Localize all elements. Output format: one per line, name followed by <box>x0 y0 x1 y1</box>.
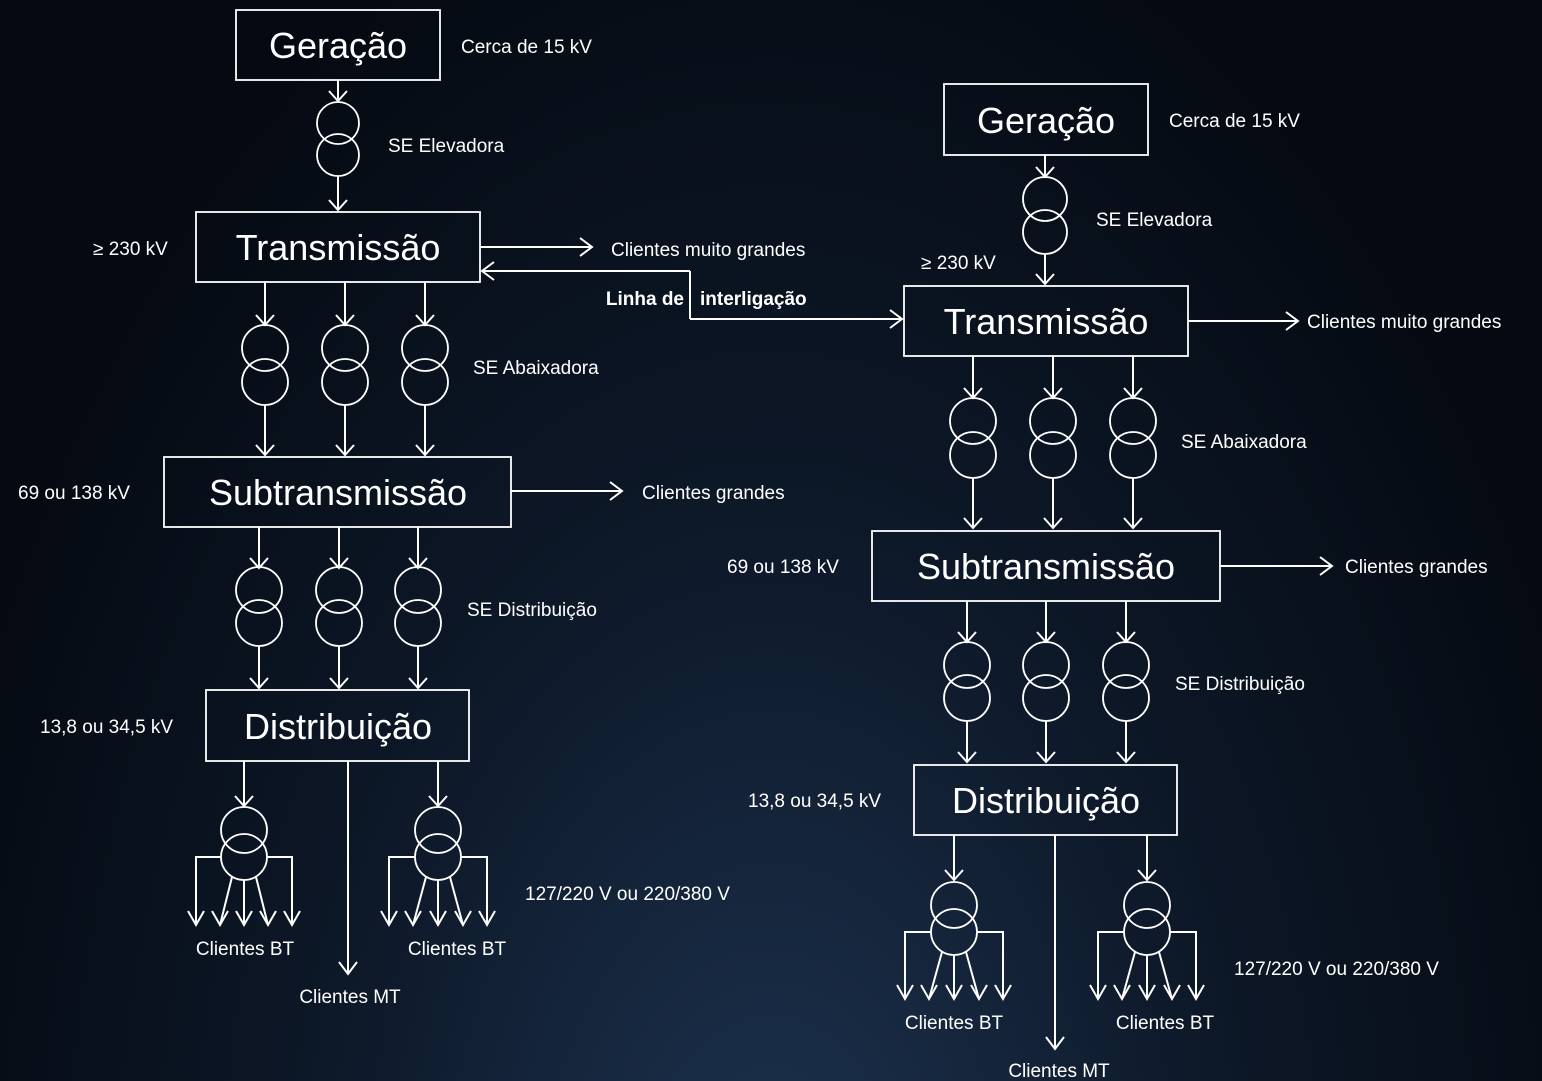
transmissao-title: Transmissão <box>236 227 441 268</box>
se-distribuicao-label: SE Distribuição <box>467 600 597 621</box>
transmissao-clients: Clientes muito grandes <box>611 240 805 261</box>
geracao-voltage: Cerca de 15 kV <box>1169 111 1300 132</box>
subtransmissao-voltage: 69 ou 138 kV <box>18 483 130 504</box>
subtransmissao-clients: Clientes grandes <box>1345 557 1488 578</box>
interconnection-line: Linha de interligação <box>480 261 904 329</box>
clientes-bt-left: Clientes BT <box>905 1013 1004 1034</box>
bt-branch-right <box>1089 835 1205 1002</box>
transmissao-voltage: ≥ 230 kV <box>93 239 168 260</box>
geracao-title: Geração <box>977 100 1115 141</box>
transmissao-clients: Clientes muito grandes <box>1307 312 1501 333</box>
right-system: Geração Cerca de 15 kV SE Elevadora Tran… <box>727 83 1501 1081</box>
subtransmissao-title: Subtransmissão <box>917 546 1175 587</box>
subtransmissao-title: Subtransmissão <box>209 472 467 513</box>
clientes-bt-right: Clientes BT <box>1116 1013 1215 1034</box>
geracao-title: Geração <box>269 25 407 66</box>
se-elevadora <box>316 80 360 212</box>
se-abaixadora-label: SE Abaixadora <box>1181 432 1307 453</box>
distribuicao-title: Distribuição <box>244 706 432 747</box>
transmissao-voltage: ≥ 230 kV <box>921 253 996 274</box>
clientes-mt: Clientes MT <box>1008 1061 1110 1081</box>
distribuicao-box <box>205 689 470 762</box>
clientes-bt-left: Clientes BT <box>196 939 295 960</box>
se-abaixadora <box>949 356 1157 530</box>
bt-branch-right <box>380 761 496 928</box>
clientes-bt-right: Clientes BT <box>408 939 507 960</box>
se-elevadora <box>1022 155 1068 286</box>
interconnection-label-1: Linha de <box>606 289 684 310</box>
se-elevadora-label: SE Elevadora <box>388 136 505 157</box>
se-distribuicao-label: SE Distribuição <box>1175 674 1305 695</box>
geracao-voltage: Cerca de 15 kV <box>461 37 592 58</box>
clientes-mt: Clientes MT <box>299 987 401 1008</box>
bt-voltage: 127/220 V ou 220/380 V <box>1234 959 1439 980</box>
distribuicao-voltage: 13,8 ou 34,5 kV <box>748 791 881 812</box>
transmissao-title: Transmissão <box>944 301 1149 342</box>
subtransmissao-voltage: 69 ou 138 kV <box>727 557 839 578</box>
se-distribuicao <box>943 601 1150 764</box>
se-abaixadora-label: SE Abaixadora <box>473 358 599 379</box>
se-distribuicao <box>235 527 442 690</box>
bt-branch-left <box>187 761 301 928</box>
bt-voltage: 127/220 V ou 220/380 V <box>525 884 730 905</box>
left-system: Geração Cerca de 15 kV SE Elevadora Tran… <box>18 9 805 1008</box>
distribuicao-voltage: 13,8 ou 34,5 kV <box>40 717 173 738</box>
se-elevadora-label: SE Elevadora <box>1096 210 1213 231</box>
distribuicao-box <box>913 764 1178 836</box>
bt-branch-left <box>896 835 1012 1002</box>
subtransmissao-clients: Clientes grandes <box>642 483 785 504</box>
interconnection-label-2: interligação <box>700 289 807 310</box>
distribuicao-title: Distribuição <box>952 780 1140 821</box>
se-abaixadora <box>241 282 449 457</box>
